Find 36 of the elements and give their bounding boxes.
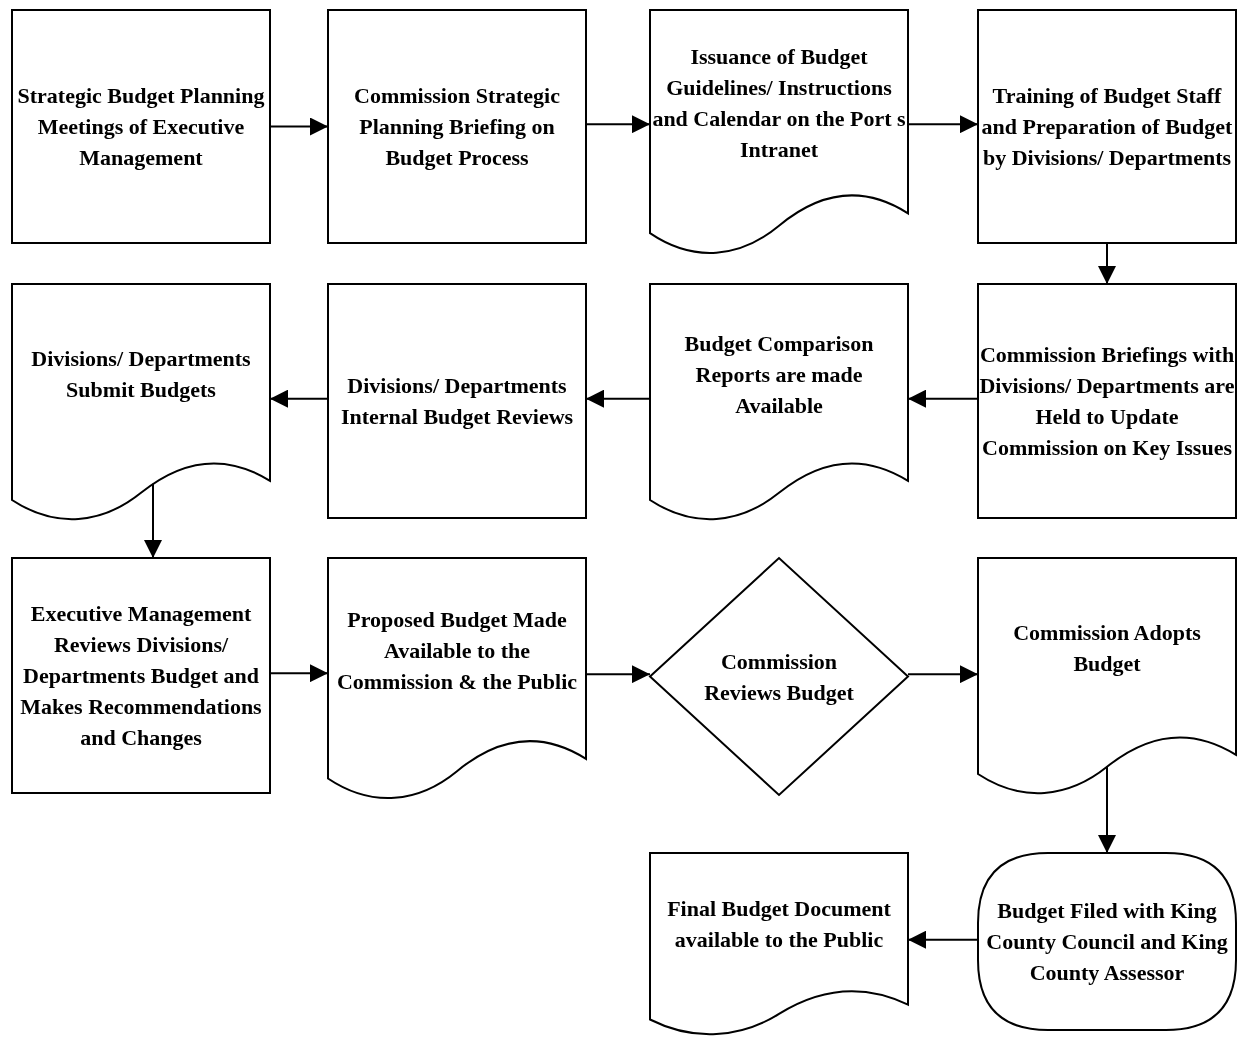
node-label: Final Budget Document available to the Public	[666, 894, 892, 954]
process-box	[328, 284, 586, 518]
process-box	[978, 284, 1236, 518]
process-box	[12, 10, 270, 243]
arrow	[1098, 765, 1116, 854]
arrow	[907, 115, 979, 134]
arrow	[907, 665, 979, 684]
node-label: Commission Reviews Budget	[703, 647, 855, 707]
arrow	[269, 389, 329, 408]
node-label: Divisions/ Departments Submit Budgets	[30, 345, 252, 405]
node-label: Strategic Budget Planning Meetings of Executive Management	[16, 82, 266, 172]
arrow	[269, 117, 329, 136]
arrow	[1098, 242, 1116, 285]
arrow	[585, 115, 651, 134]
arrow	[144, 482, 162, 559]
arrow	[269, 664, 329, 683]
process-box	[328, 10, 586, 243]
terminator-shape	[978, 853, 1236, 1030]
process-box	[978, 10, 1236, 243]
node-label: Commission Briefings with Divisions/ Departments are Held to Update Commission on Key Issues	[978, 341, 1236, 462]
node-label: Budget Filed with King County Council and King County Assessor	[985, 897, 1229, 987]
node-label: Executive Management Reviews Divisions/ Departments Budget and Makes Recommendations and Changes	[19, 600, 263, 752]
arrow	[907, 389, 979, 408]
decision-diamond	[650, 558, 908, 795]
arrow	[585, 665, 651, 684]
process-box	[12, 558, 270, 793]
arrow	[585, 389, 651, 408]
node-label: Proposed Budget Made Available to the Commission & the Public	[335, 605, 579, 696]
node-label: Budget Comparison Reports are made Available	[683, 329, 875, 420]
node-label: Divisions/ Departments Internal Budget Reviews	[339, 372, 575, 431]
node-label: Training of Budget Staff and Preparation of Budget by Divisions/ Departments	[980, 82, 1234, 172]
node-label: Commission Adopts Budget	[1012, 619, 1202, 679]
node-label: Issuance of Budget Guidelines/ Instructions and Calendar on the Port s Intranet	[651, 43, 907, 165]
document-shape	[650, 853, 908, 1038]
node-label: Commission Strategic Planning Briefing on Budget Process	[353, 82, 561, 172]
arrow	[907, 930, 979, 949]
